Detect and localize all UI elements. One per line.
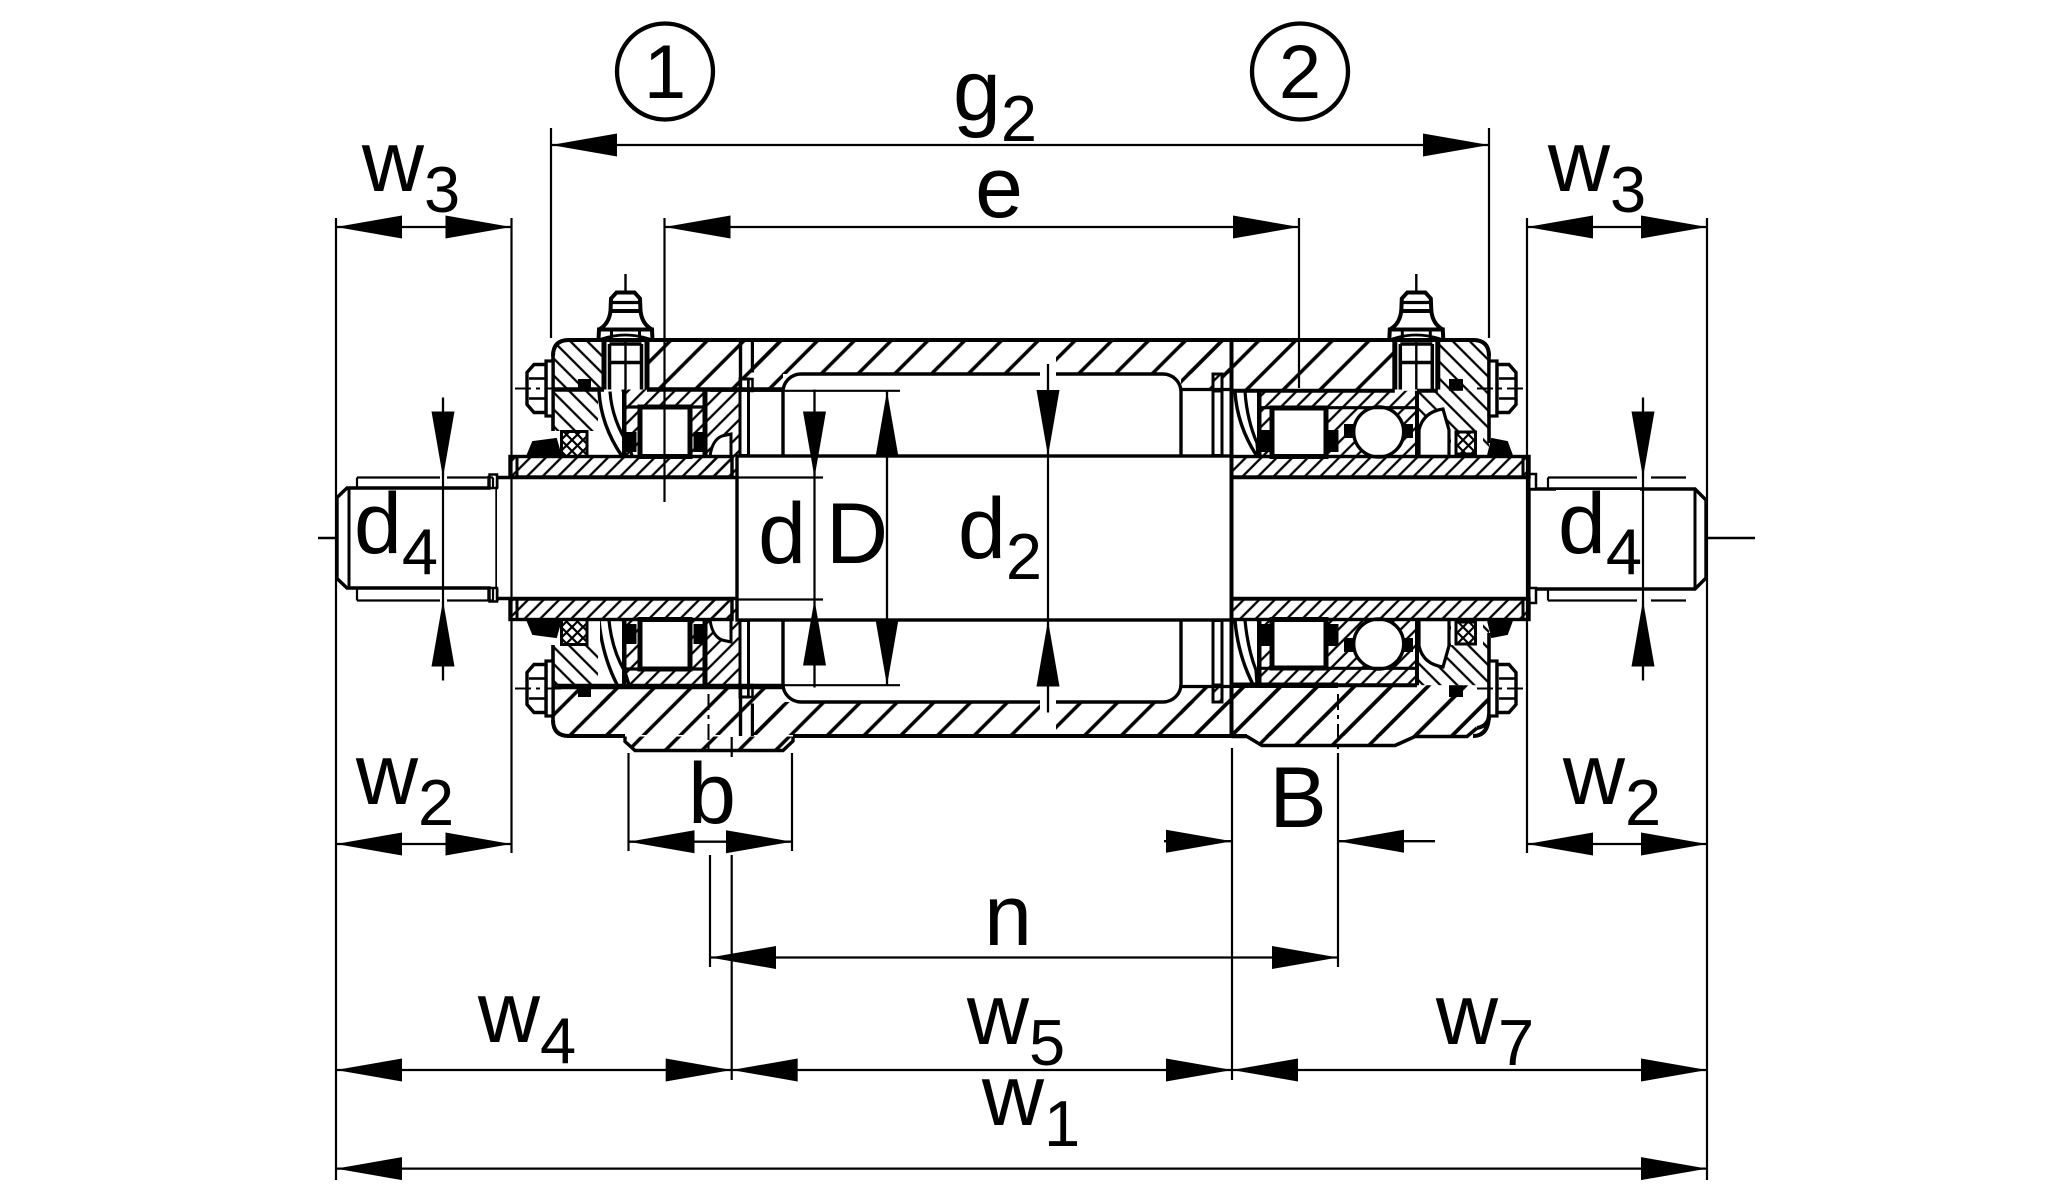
svg-text:n: n bbox=[984, 868, 1032, 964]
svg-text:D: D bbox=[826, 486, 888, 582]
svg-text:2: 2 bbox=[1279, 30, 1321, 115]
svg-text:d4: d4 bbox=[1558, 476, 1642, 588]
svg-text:1: 1 bbox=[644, 30, 686, 115]
svg-text:B: B bbox=[1269, 750, 1326, 846]
svg-text:d2: d2 bbox=[958, 481, 1042, 593]
svg-text:e: e bbox=[975, 140, 1023, 236]
svg-text:d: d bbox=[758, 486, 806, 582]
svg-text:b: b bbox=[688, 746, 736, 842]
